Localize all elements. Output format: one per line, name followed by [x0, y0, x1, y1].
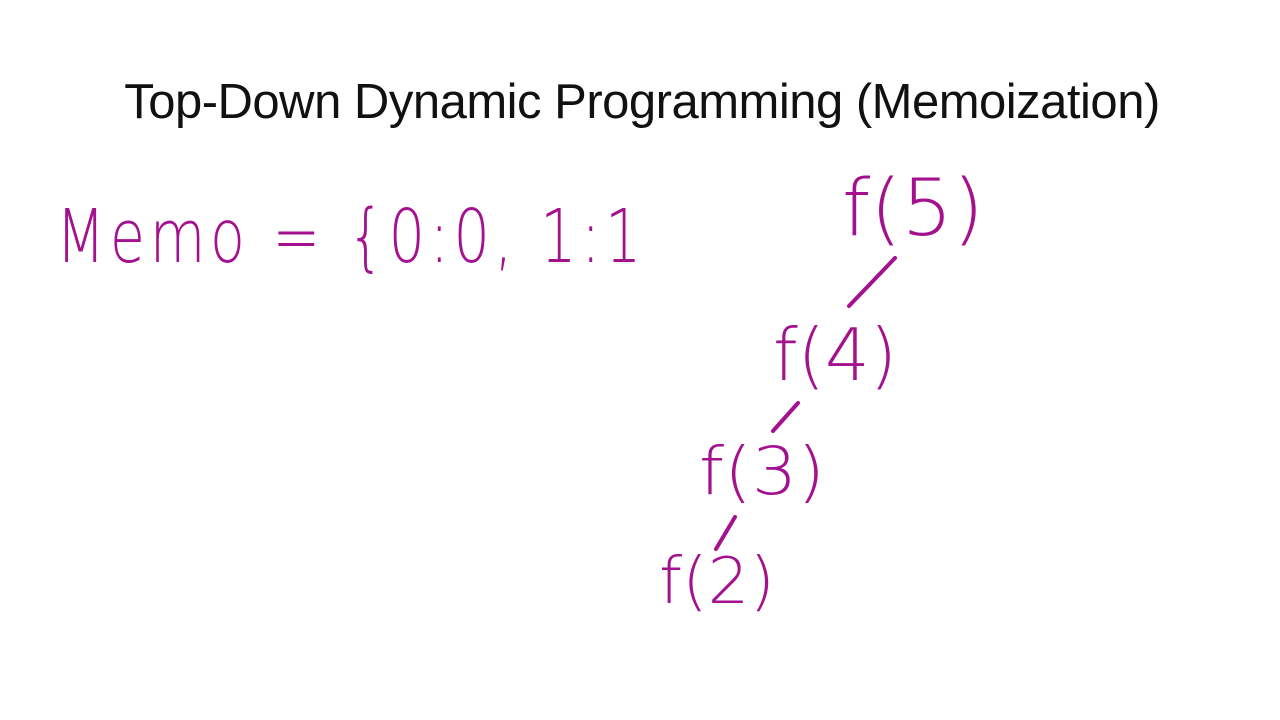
tree-edge-f5-f4 — [847, 256, 897, 308]
slide-title: Top-Down Dynamic Programming (Memoizatio… — [124, 75, 1160, 129]
call-node-f2: f(2) — [659, 545, 775, 619]
call-node-f3: f(3) — [699, 433, 825, 510]
memo-text: Memo = {0:0, 1:1 — [56, 194, 646, 280]
call-node-f4: f(4) — [773, 313, 897, 397]
tree-edge-f3-f2 — [714, 515, 737, 551]
tree-edge-f4-f3 — [771, 401, 800, 433]
call-node-f5: f(5) — [842, 164, 984, 254]
